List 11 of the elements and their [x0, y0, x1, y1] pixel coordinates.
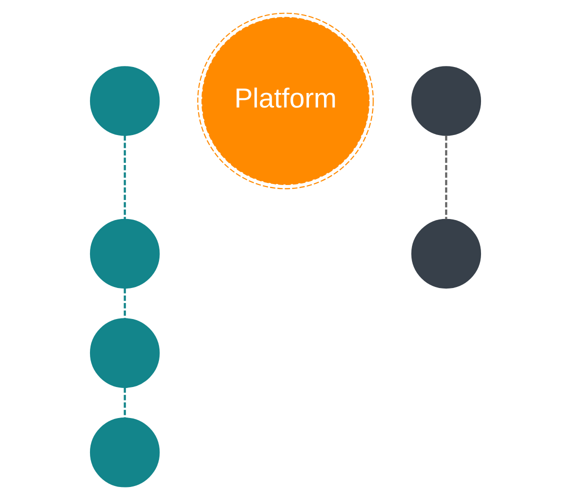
node-circle	[90, 66, 160, 136]
node-circle	[90, 218, 160, 288]
connector	[124, 387, 126, 418]
node-circle: Platform	[197, 12, 374, 189]
connector	[124, 134, 126, 219]
connector	[124, 288, 126, 318]
node-circle	[411, 218, 482, 288]
node-circle	[90, 417, 160, 487]
node-circle	[411, 66, 482, 136]
node-circle	[90, 318, 160, 388]
connector	[445, 134, 448, 219]
